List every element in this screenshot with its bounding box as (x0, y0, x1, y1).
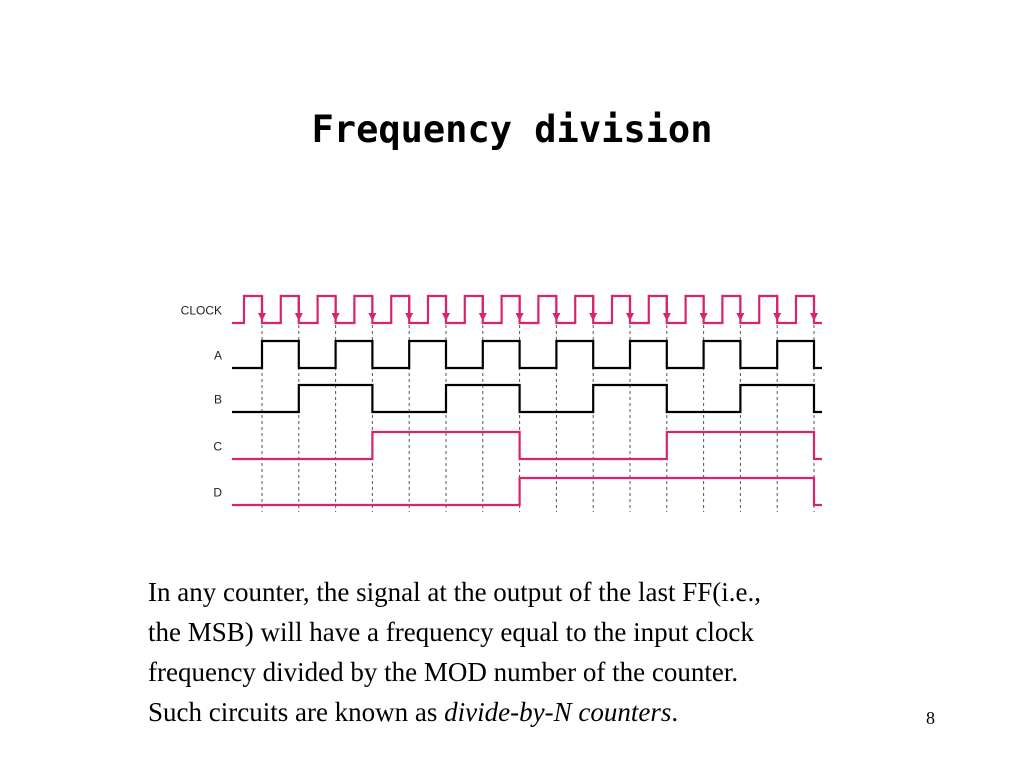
falling-edge-arrow (736, 313, 745, 321)
timing-diagram: CLOCK A B C D (181, 294, 822, 512)
c-waveform (232, 430, 822, 461)
clock-waveform (232, 294, 822, 325)
description-line-3: frequency divided by the MOD number of t… (148, 657, 739, 687)
description-line-1: In any counter, the signal at the output… (148, 577, 762, 607)
falling-edge-arrow (515, 313, 524, 321)
signal-label-a: A (214, 349, 222, 363)
slide-title: Frequency division (311, 108, 713, 151)
description-line-4: Such circuits are known as divide-by-N c… (148, 692, 948, 732)
description-line-4-suffix: . (671, 697, 679, 727)
description-line-4-prefix: Such circuits are known as (148, 697, 445, 727)
falling-edge-arrow (405, 313, 414, 321)
falling-edge-arrow (699, 313, 708, 321)
signal-label-c: C (213, 440, 222, 454)
falling-edge-arrow (478, 313, 487, 321)
d-waveform (232, 476, 822, 507)
falling-edge-arrow (368, 313, 377, 321)
signal-label-d: D (213, 486, 222, 500)
divide-by-n-term: divide-by-N counters (444, 697, 672, 727)
b-waveform (232, 383, 822, 414)
falling-edge-arrow (552, 313, 561, 321)
falling-edge-arrow (258, 313, 266, 321)
falling-edge-arrow (589, 313, 598, 321)
description-text: In any counter, the signal at the output… (148, 572, 948, 732)
page-number: 8 (926, 708, 935, 728)
falling-edge-arrow (442, 313, 450, 321)
description-line-2: the MSB) will have a frequency equal to … (148, 617, 754, 647)
signal-label-b: B (214, 393, 222, 407)
falling-edge-arrow (662, 313, 671, 321)
a-waveform (232, 339, 822, 370)
falling-edge-arrow (331, 313, 340, 321)
signal-label-clock: CLOCK (181, 304, 222, 318)
falling-edge-arrow (773, 313, 782, 321)
falling-edge-arrow (294, 313, 303, 321)
falling-edge-arrow (626, 313, 634, 321)
falling-edge-arrow (810, 313, 818, 321)
